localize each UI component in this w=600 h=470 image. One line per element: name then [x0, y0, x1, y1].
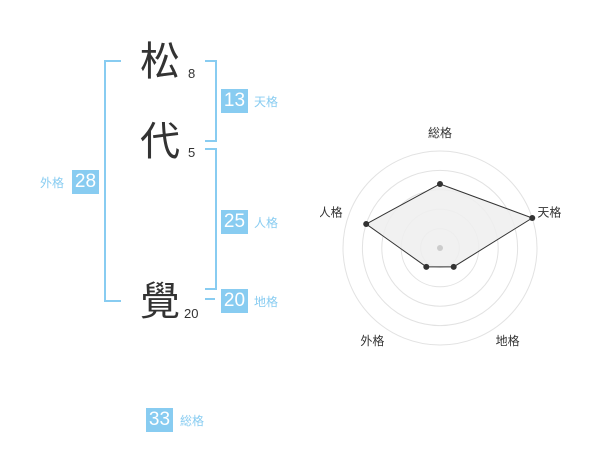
- stroke-count-1: 8: [188, 66, 196, 81]
- stroke-count-2: 5: [188, 145, 196, 160]
- radar-axis-label: 総格: [428, 125, 452, 140]
- soukaku-label: 総格: [180, 414, 205, 428]
- radar-axis-label: 外格: [360, 333, 384, 348]
- name-char-3: 覺: [140, 279, 180, 325]
- radar-points: [363, 180, 536, 270]
- jinkaku-bracket: [205, 148, 217, 290]
- radar-area: [365, 183, 534, 268]
- chikaku-label: 地格: [254, 295, 279, 309]
- gaikaku-label: 外格: [40, 176, 65, 190]
- radar-axis-label: 天格: [537, 204, 561, 219]
- chikaku-value: 20: [221, 289, 248, 313]
- radar-point: [437, 180, 443, 187]
- radar-center: [437, 245, 443, 251]
- tenkaku-value: 13: [221, 89, 248, 113]
- tenkaku-label: 天格: [254, 95, 279, 109]
- jinkaku-label: 人格: [254, 216, 279, 230]
- gaikaku-value: 28: [72, 170, 99, 194]
- radar-point: [450, 263, 457, 270]
- name-char-2: 代: [140, 119, 180, 165]
- soukaku-value: 33: [146, 408, 173, 432]
- radar-axis-label: 地格: [496, 333, 520, 348]
- name-char-1: 松: [140, 39, 180, 85]
- radar-point: [363, 221, 370, 228]
- jinkaku-value: 25: [221, 210, 248, 234]
- radar-ring: [342, 150, 538, 346]
- tenkaku-bracket: [205, 60, 217, 142]
- radar-point: [529, 215, 536, 222]
- radar-ring: [361, 169, 519, 327]
- stroke-count-3: 20: [184, 306, 199, 321]
- radar-point: [423, 263, 430, 270]
- radar-axis-label: 人格: [320, 204, 343, 219]
- gaikaku-bracket: [104, 60, 121, 302]
- chikaku-connector: [205, 298, 215, 300]
